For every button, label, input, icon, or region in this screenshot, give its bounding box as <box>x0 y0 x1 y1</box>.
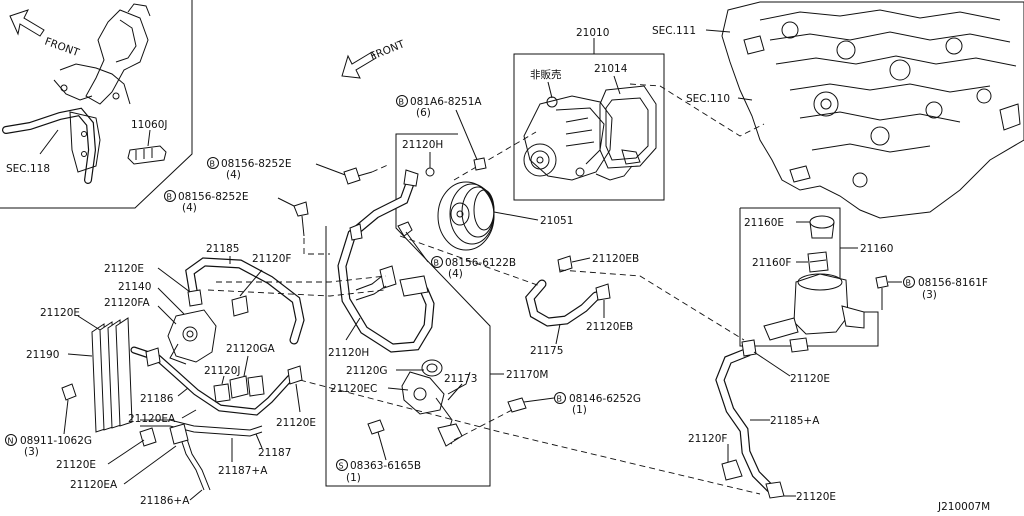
bolt-b1-qty: (6) <box>416 107 431 119</box>
label-21120J: 21120J <box>204 365 241 377</box>
inset-pipe <box>2 107 101 184</box>
label-21160: 21160 <box>860 243 893 255</box>
label-21120EB-b: 21120EB <box>586 321 633 333</box>
pump-group: 21010 非販売 21014 <box>513 27 665 201</box>
bolt-b5-symbol: B <box>906 279 912 288</box>
bolt-b4-code: 08156-6122B <box>445 257 516 269</box>
label-21120EA-a: 21120EA <box>128 413 176 425</box>
bolt-b6-symbol: B <box>557 395 563 404</box>
label-11060J: 11060J <box>131 119 168 131</box>
label-21120GA: 21120GA <box>226 343 276 355</box>
bolt-08156-8252E-b: B 08156-8252E (4) <box>164 190 330 255</box>
label-not-sold: 非販売 <box>530 68 562 81</box>
label-sec-110: SEC.110 <box>686 93 730 105</box>
bolt-b7-code: 08363-6165B <box>350 460 421 472</box>
bolt-b3-code: 08156-8252E <box>178 191 249 203</box>
label-21160F: 21160F <box>752 257 791 269</box>
bolt-b6-qty: (1) <box>572 404 587 416</box>
label-21120EB-a: 21120EB <box>592 253 639 265</box>
bolt-08156-6122B: B 08156-6122B (4) <box>397 221 516 280</box>
label-21140: 21140 <box>118 281 151 293</box>
label-21120E-b: 21120E <box>40 307 80 319</box>
bolt-b3-symbol: B <box>167 193 173 202</box>
label-21187A: 21187+A <box>218 465 268 477</box>
bolt-b6-code: 08146-6252G <box>569 393 641 405</box>
label-21186: 21186 <box>140 393 174 405</box>
label-21120F-bot: 21120F <box>688 433 727 445</box>
bolt-b8-code: 08911-1062G <box>20 435 92 447</box>
bolt-b1-code: 081A6-8251A <box>410 96 482 108</box>
diagram-code: J210007M <box>937 501 990 512</box>
hose-21185A: 21120E 21185+A 21120F 21120E <box>688 339 836 503</box>
label-21175: 21175 <box>530 345 563 357</box>
bolt-b2-code: 08156-8252E <box>221 158 292 170</box>
inset-panel: FRONT 11060J SEC.118 <box>0 0 193 209</box>
cooler-hose-group: 21185 21120F 21120E 21140 21120FA 21120E… <box>5 243 316 507</box>
hp-hose-group: 21120H 21120H 21120G 21120EC 21173 21170… <box>325 133 548 487</box>
label-21120E-a: 21120E <box>104 263 144 275</box>
pulley-21051: 21051 <box>437 181 573 251</box>
label-21120FA: 21120FA <box>104 297 150 309</box>
inset-bracket <box>53 3 151 105</box>
bolt-b7-symbol: S <box>339 462 344 471</box>
bolt-08156-8252E-a: B 08156-8252E (4) <box>207 157 391 185</box>
label-21160E: 21160E <box>744 217 784 229</box>
power-steering-pump <box>523 95 613 181</box>
return-hose-21175: 21175 21120EB 21120EB <box>525 253 639 357</box>
reservoir-group: 21160 21160E 21160F <box>739 207 893 353</box>
label-21185: 21185 <box>206 243 239 255</box>
bolt-b4-qty: (4) <box>448 268 463 280</box>
inset-front-arrow: FRONT <box>9 9 81 60</box>
label-21170M: 21170M <box>506 369 548 381</box>
gasket-21014 <box>595 85 657 181</box>
label-21120G: 21120G <box>346 365 388 377</box>
inset-front-label: FRONT <box>43 36 81 60</box>
label-21185A: 21185+A <box>770 415 820 427</box>
main-front-label: FRONT <box>369 38 407 63</box>
bolt-b1-symbol: B <box>399 98 405 107</box>
label-21120H-top: 21120H <box>402 139 443 151</box>
label-21120H-mid: 21120H <box>328 347 369 359</box>
label-21010: 21010 <box>576 27 609 39</box>
label-21120EC: 21120EC <box>330 383 377 395</box>
bolt-b2-qty: (4) <box>226 169 241 181</box>
bolt-08156-8161F: B 08156-8161F (3) <box>875 275 988 310</box>
bolt-b3-qty: (4) <box>182 202 197 214</box>
main-front-arrow: FRONT <box>341 38 407 79</box>
label-21190: 21190 <box>26 349 59 361</box>
bolt-b8-symbol: N <box>8 437 14 446</box>
label-21173: 21173 <box>444 373 477 385</box>
label-21120E-f: 21120E <box>796 491 836 503</box>
label-21120E-e: 21120E <box>790 373 830 385</box>
bolt-08146-6252G: B 08146-6252G (1) <box>507 392 641 416</box>
bolt-b2-symbol: B <box>210 160 216 169</box>
label-21120E-d: 21120E <box>56 459 96 471</box>
label-21014: 21014 <box>594 63 628 75</box>
engine-block <box>721 1 1024 219</box>
bolt-b8-qty: (3) <box>24 446 39 458</box>
part-11060J: 11060J <box>127 119 168 165</box>
label-21120F-top: 21120F <box>252 253 291 265</box>
label-sec-118: SEC.118 <box>6 163 50 175</box>
label-21120EA-b: 21120EA <box>70 479 118 491</box>
label-21120E-c: 21120E <box>276 417 316 429</box>
label-21187: 21187 <box>258 447 291 459</box>
label-sec-111: SEC.111 <box>652 25 696 37</box>
label-21051: 21051 <box>540 215 573 227</box>
bolt-b4-symbol: B <box>434 259 440 268</box>
bolt-b7-qty: (1) <box>346 472 361 484</box>
bolt-b5-qty: (3) <box>922 289 937 301</box>
bolt-081A6-8251A: B 081A6-8251A (6) <box>396 95 487 171</box>
bolt-b5-code: 08156-8161F <box>918 277 988 289</box>
label-21186A: 21186+A <box>140 495 190 507</box>
